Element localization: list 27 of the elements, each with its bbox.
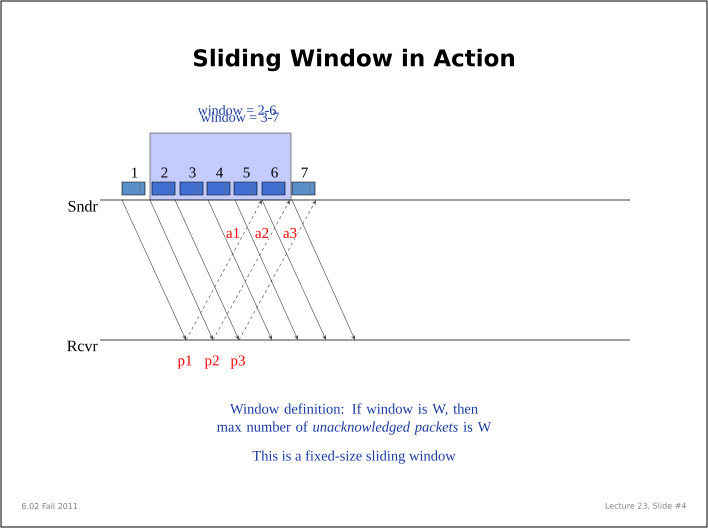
definition-text: Window definition: If window is W, then max number of unacknowledged packets is W <box>217 403 492 435</box>
arrow <box>122 200 186 340</box>
packet-number: 1 <box>132 168 138 178</box>
edge-label: a2 <box>255 228 268 238</box>
packet-number: 2 <box>161 168 168 178</box>
arrow <box>292 200 355 340</box>
arrow <box>234 200 298 340</box>
arrow <box>150 200 213 340</box>
arrow <box>174 200 239 340</box>
slide-title: Sliding Window in Action <box>194 48 514 72</box>
arrow <box>208 200 272 340</box>
note-text: This is a fixed-size sliding window <box>252 450 456 464</box>
arrow <box>212 200 290 340</box>
footer-text: 6.02 Fall 2011 <box>22 502 78 510</box>
edge-label: a3 <box>283 228 296 238</box>
arrow <box>186 200 262 340</box>
packet-number: 7 <box>302 168 308 178</box>
packet-number: 4 <box>216 168 224 178</box>
timeline-label: Sndr <box>68 200 98 212</box>
packet-number: 6 <box>271 167 278 178</box>
arrow <box>262 200 326 340</box>
packet-number: 5 <box>244 168 250 178</box>
timeline-label: Rcvr <box>67 340 98 352</box>
packet-number: 3 <box>189 167 196 178</box>
footer-text: Lecture 23, Slide #4 <box>606 502 686 510</box>
arrow <box>238 200 316 340</box>
edge-label: a1 <box>226 228 240 238</box>
